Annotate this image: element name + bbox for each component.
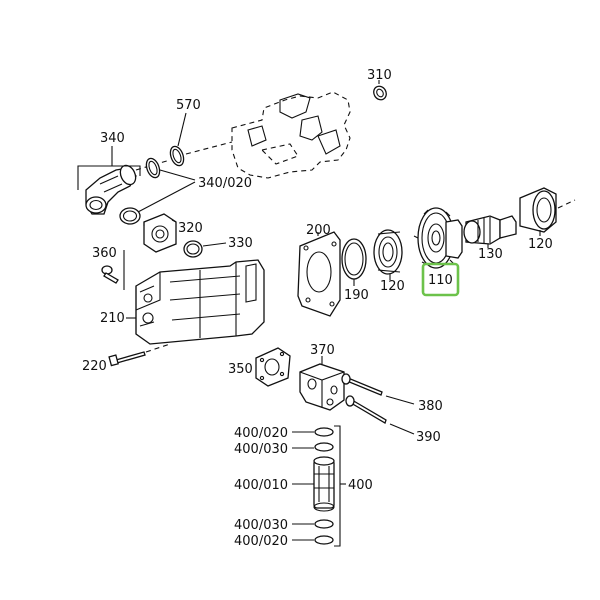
leader-390 (389, 423, 415, 435)
label-340-020: 340/020 (198, 176, 252, 191)
label-130: 130 (478, 247, 503, 262)
part-330-oring (183, 240, 203, 258)
assembly-line-570 (185, 141, 233, 155)
gearbox-housing (231, 91, 351, 179)
leader-380 (385, 395, 415, 405)
label-320: 320 (178, 221, 203, 236)
bracket-400 (334, 425, 341, 547)
part-130-shaft (463, 215, 517, 245)
label-190: 190 (344, 288, 369, 303)
label-400-030-bottom: 400/030 (234, 518, 288, 533)
label-400: 400 (348, 478, 373, 493)
label-330: 330 (228, 236, 253, 251)
assembly-line-340 (135, 159, 171, 171)
label-400-020-bottom: 400/020 (234, 534, 288, 549)
leader-330 (202, 242, 227, 247)
part-340-elbow (85, 164, 137, 215)
label-360: 360 (92, 246, 117, 261)
part-370-valve-block (299, 363, 345, 411)
part-360-screw (101, 265, 119, 284)
part-380-bolt (341, 373, 383, 396)
label-570: 570 (176, 98, 201, 113)
bracket-340 (77, 165, 141, 190)
label-390: 390 (416, 430, 441, 445)
part-350-gasket (255, 347, 291, 387)
part-120-bearing-left (373, 229, 403, 275)
part-320-flange (143, 213, 177, 253)
label-400-030-top: 400/030 (234, 442, 288, 457)
label-400-010: 400/010 (234, 478, 288, 493)
assembly-line-220 (145, 343, 171, 353)
label-110: 110 (428, 273, 453, 288)
label-340: 340 (100, 131, 125, 146)
assembly-line-120-right (557, 199, 576, 209)
label-120-right: 120 (528, 237, 553, 252)
leader-340-020-a (159, 169, 196, 181)
label-220: 220 (82, 359, 107, 374)
label-120-left: 120 (380, 279, 405, 294)
label-200: 200 (306, 223, 331, 238)
label-370: 370 (310, 343, 335, 358)
leader-570 (177, 112, 187, 147)
label-350: 350 (228, 362, 253, 377)
label-210: 210 (100, 311, 125, 326)
label-310: 310 (367, 68, 392, 83)
part-340-020-orings (119, 157, 161, 225)
part-220-bolt (108, 351, 146, 367)
part-390-bolt (345, 395, 387, 424)
label-400-020-top: 400/020 (234, 426, 288, 441)
leader-340-020-b (137, 181, 196, 213)
part-570-seal (169, 145, 185, 167)
part-400-kit (313, 427, 335, 545)
part-200-gasket (297, 231, 341, 317)
part-310-ring (373, 85, 387, 101)
label-380: 380 (418, 399, 443, 414)
part-190-ring (341, 238, 367, 280)
part-110-gear (413, 207, 463, 269)
part-210-pump (135, 259, 265, 345)
highlight-box-110 (421, 262, 460, 297)
part-120-bearing-right (519, 187, 557, 233)
